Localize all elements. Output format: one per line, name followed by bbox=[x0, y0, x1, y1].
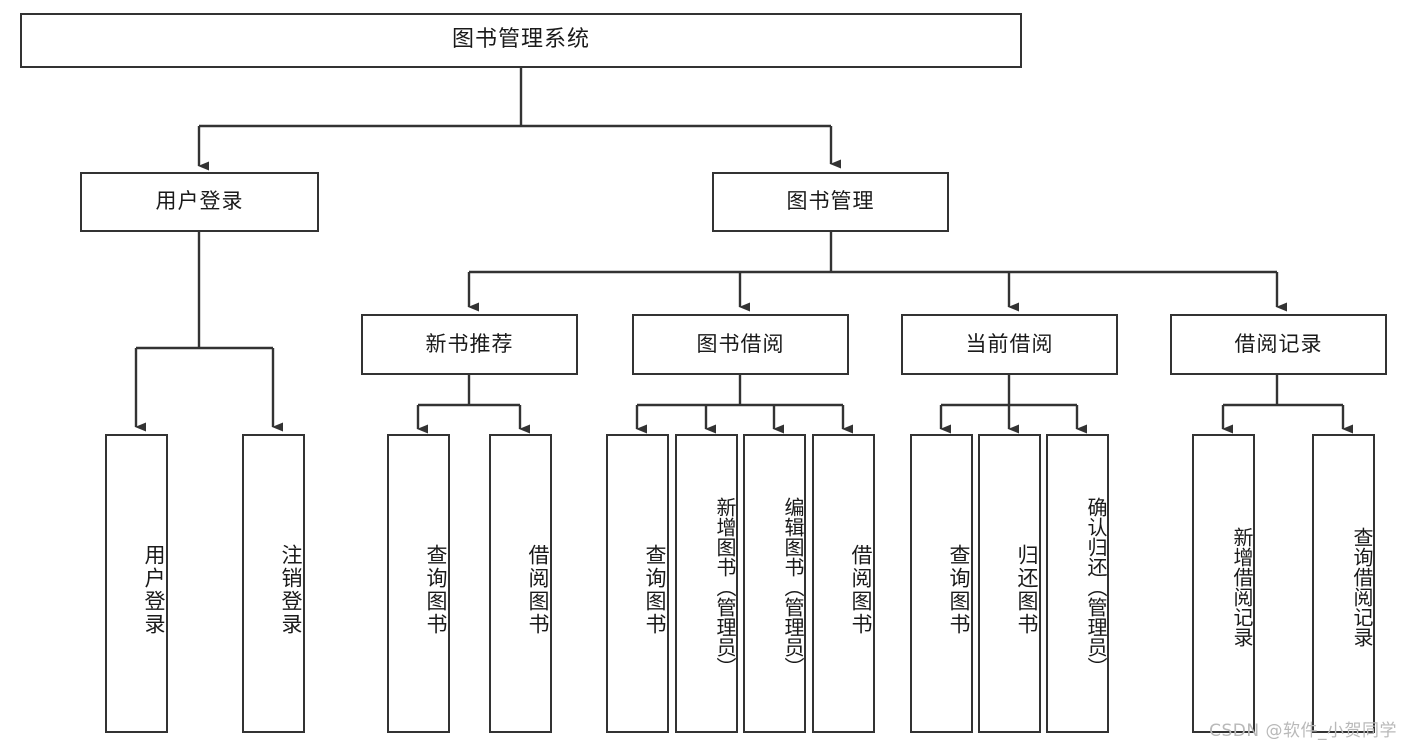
node-label: 查询借阅记录 bbox=[1350, 526, 1374, 647]
node-label: 图书管理系统 bbox=[451, 27, 590, 53]
node-leaf-add-book[interactable]: 新增图书（管理员） bbox=[675, 434, 738, 733]
node-label: 借阅图书 bbox=[526, 543, 550, 636]
node-label: 图书管理 bbox=[786, 189, 875, 214]
node-current-borrow[interactable]: 当前借阅 bbox=[901, 314, 1118, 375]
node-leaf-query-record[interactable]: 查询借阅记录 bbox=[1312, 434, 1375, 733]
node-leaf-return-book[interactable]: 归还图书 bbox=[978, 434, 1041, 733]
node-leaf-add-record[interactable]: 新增借阅记录 bbox=[1192, 434, 1255, 733]
node-label: 编辑图书（管理员） bbox=[781, 496, 805, 677]
node-label: 用户登录 bbox=[155, 189, 244, 214]
node-label: 查询图书 bbox=[947, 543, 971, 636]
node-label: 用户登录 bbox=[142, 543, 166, 636]
node-leaf-query-book-1[interactable]: 查询图书 bbox=[387, 434, 450, 733]
node-label: 当前借阅 bbox=[965, 331, 1054, 356]
csdn-watermark: CSDN @软件_小贺同学 bbox=[1209, 721, 1397, 741]
node-label: 确认归还（管理员） bbox=[1084, 496, 1108, 677]
node-label: 查询图书 bbox=[643, 543, 667, 636]
node-book-borrow[interactable]: 图书借阅 bbox=[632, 314, 849, 375]
node-label: 归还图书 bbox=[1015, 543, 1039, 636]
node-new-book-recommend[interactable]: 新书推荐 bbox=[361, 314, 578, 375]
node-label: 新增借阅记录 bbox=[1230, 526, 1254, 647]
node-borrow-record[interactable]: 借阅记录 bbox=[1170, 314, 1387, 375]
node-book-manage[interactable]: 图书管理 bbox=[712, 172, 949, 232]
node-label: 注销登录 bbox=[279, 543, 303, 636]
node-leaf-query-book-3[interactable]: 查询图书 bbox=[910, 434, 973, 733]
node-label: 新增图书（管理员） bbox=[713, 496, 737, 677]
node-leaf-edit-book[interactable]: 编辑图书（管理员） bbox=[743, 434, 806, 733]
node-label: 图书借阅 bbox=[696, 331, 785, 356]
node-leaf-user-logout[interactable]: 注销登录 bbox=[242, 434, 305, 733]
node-leaf-borrow-book-2[interactable]: 借阅图书 bbox=[812, 434, 875, 733]
node-leaf-confirm-return[interactable]: 确认归还（管理员） bbox=[1046, 434, 1109, 733]
node-label: 借阅图书 bbox=[849, 543, 873, 636]
node-label: 借阅记录 bbox=[1234, 331, 1323, 356]
node-label: 新书推荐 bbox=[425, 331, 514, 356]
node-leaf-borrow-book-1[interactable]: 借阅图书 bbox=[489, 434, 552, 733]
node-root-system[interactable]: 图书管理系统 bbox=[20, 13, 1022, 68]
node-user-login[interactable]: 用户登录 bbox=[80, 172, 319, 232]
node-label: 查询图书 bbox=[424, 543, 448, 636]
node-leaf-user-login[interactable]: 用户登录 bbox=[105, 434, 168, 733]
node-leaf-query-book-2[interactable]: 查询图书 bbox=[606, 434, 669, 733]
